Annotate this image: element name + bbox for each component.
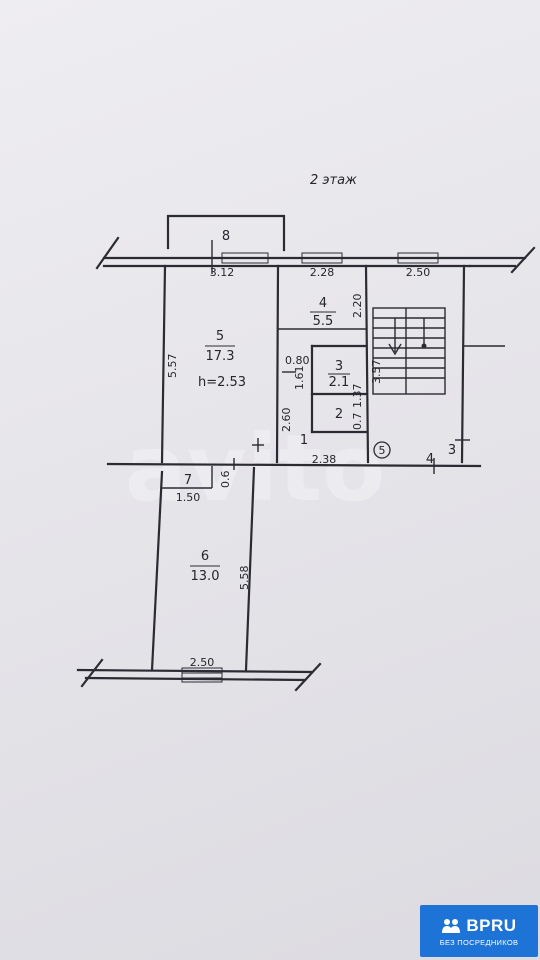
- room-5-area: 17.3: [206, 349, 235, 364]
- room-4-number: 4: [319, 296, 327, 311]
- dimension-ticks: [211, 240, 470, 474]
- room-7-number: 7: [184, 473, 192, 488]
- interior-walls: [106, 264, 505, 672]
- room-3-corridor-number: 3: [448, 443, 456, 458]
- badge-tagline: БЕЗ ПОСРЕДНИКОВ: [439, 937, 519, 947]
- dim-2-20: 2.20: [351, 294, 364, 319]
- dim-2-28: 2.28: [310, 266, 335, 279]
- room-3-area: 2.1: [329, 375, 350, 390]
- room-5-number: 5: [216, 329, 224, 344]
- dim-0-80: 0.80: [285, 354, 310, 367]
- dim-0-7: 0.7: [351, 413, 364, 431]
- floor-title: 2 этаж: [310, 173, 357, 188]
- dim-1-50: 1.50: [176, 491, 201, 504]
- window-room-4: [301, 252, 343, 264]
- room-3-number: 3: [335, 359, 343, 374]
- bpru-badge: BPRU БЕЗ ПОСРЕДНИКОВ: [420, 905, 538, 957]
- room-6-area: 13.0: [191, 569, 220, 584]
- room-2-number: 2: [335, 407, 343, 422]
- room-6-number: 6: [201, 549, 209, 564]
- dim-3-57: 3.57: [370, 360, 383, 385]
- balcony-8: [166, 214, 286, 252]
- window-room-6: [181, 667, 223, 683]
- people-icon: [442, 918, 461, 933]
- room-8-number: 8: [222, 229, 230, 244]
- dim-2-50-top: 2.50: [406, 266, 431, 279]
- dim-1-61: 1.61: [293, 366, 306, 391]
- dim-2-60: 2.60: [280, 408, 293, 433]
- dim-5-57: 5.57: [166, 354, 179, 379]
- staircase: [372, 307, 446, 395]
- dim-2-50-bottom: 2.50: [190, 656, 215, 669]
- room-4-area: 5.5: [313, 314, 334, 329]
- window-room-5: [221, 252, 269, 264]
- dim-0-6: 0.6: [219, 471, 232, 489]
- dim-3-12: 3.12: [210, 266, 235, 279]
- dim-2-38: 2.38: [312, 453, 337, 466]
- dim-1-37: 1.37: [351, 384, 364, 409]
- room-5-height: h=2.53: [198, 375, 246, 390]
- window-stair: [397, 252, 439, 264]
- room-1-number: 1: [300, 433, 308, 448]
- badge-brand-row: BPRU: [441, 916, 516, 936]
- outer-wall-bottom: [76, 658, 322, 692]
- room-4-corridor-number: 4: [426, 452, 434, 467]
- marker-label: 5: [379, 444, 386, 457]
- dim-5-58: 5.58: [238, 566, 251, 591]
- marker-circle: [373, 441, 391, 459]
- badge-brand: BPRU: [466, 915, 517, 935]
